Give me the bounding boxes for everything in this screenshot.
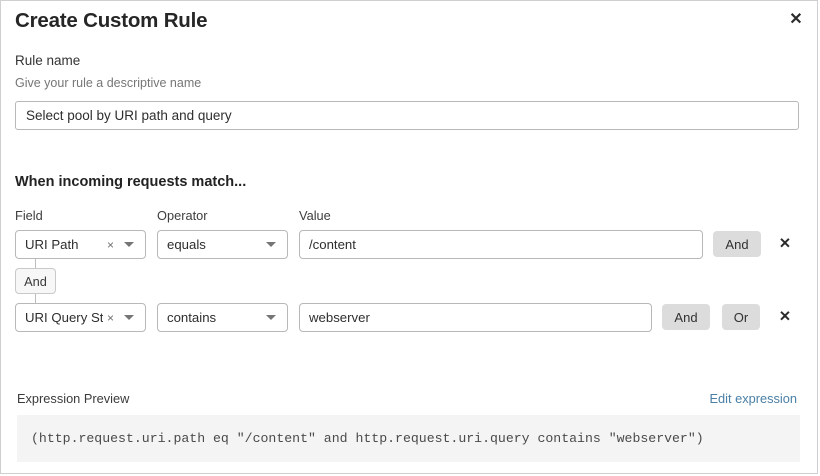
delete-condition-icon-row-1[interactable]: ✕ xyxy=(778,236,792,252)
column-header-operator: Operator xyxy=(157,208,208,223)
value-input-1[interactable] xyxy=(299,230,703,259)
expression-preview-code: (http.request.uri.path eq "/content" and… xyxy=(31,431,704,446)
expression-preview-label: Expression Preview xyxy=(17,391,130,406)
clear-icon[interactable]: × xyxy=(106,237,114,252)
and-button-row-1[interactable]: And xyxy=(713,231,761,257)
expression-preview-box: (http.request.uri.path eq "/content" and… xyxy=(17,415,800,462)
condition-row: URI Path × equals And ✕ xyxy=(1,230,817,259)
column-header-value: Value xyxy=(299,208,331,223)
edit-expression-link[interactable]: Edit expression xyxy=(709,391,798,406)
match-section-heading: When incoming requests match... xyxy=(15,174,247,190)
chevron-down-icon[interactable] xyxy=(124,315,134,320)
close-icon[interactable]: ✕ xyxy=(789,11,803,28)
rule-name-help-text: Give your rule a descriptive name xyxy=(15,76,202,90)
page-title: Create Custom Rule xyxy=(15,9,208,32)
connector-line-bottom xyxy=(35,294,36,303)
value-input-2[interactable] xyxy=(299,303,652,332)
field-select-value-1: URI Path xyxy=(25,237,79,252)
field-select-value-2: URI Query St... xyxy=(25,310,103,325)
field-select-1[interactable]: URI Path × xyxy=(15,230,146,259)
clear-icon[interactable]: × xyxy=(106,310,114,325)
operator-select-1[interactable]: equals xyxy=(157,230,288,259)
and-button-row-2[interactable]: And xyxy=(662,304,710,330)
or-button-row-2[interactable]: Or xyxy=(722,304,760,330)
connector-and-chip[interactable]: And xyxy=(15,268,56,294)
column-header-field: Field xyxy=(15,208,43,223)
operator-select-value-2: contains xyxy=(167,310,217,325)
condition-row: URI Query St... × contains And Or ✕ xyxy=(1,303,817,332)
operator-select-value-1: equals xyxy=(167,237,206,252)
rule-name-input[interactable] xyxy=(15,101,799,130)
delete-condition-icon-row-2[interactable]: ✕ xyxy=(778,309,792,325)
chevron-down-icon[interactable] xyxy=(266,315,276,320)
connector-line-top xyxy=(35,259,36,268)
condition-connector: And xyxy=(15,259,75,305)
operator-select-2[interactable]: contains xyxy=(157,303,288,332)
chevron-down-icon[interactable] xyxy=(266,242,276,247)
chevron-down-icon[interactable] xyxy=(124,242,134,247)
rule-name-label: Rule name xyxy=(15,53,81,68)
field-select-2[interactable]: URI Query St... × xyxy=(15,303,146,332)
